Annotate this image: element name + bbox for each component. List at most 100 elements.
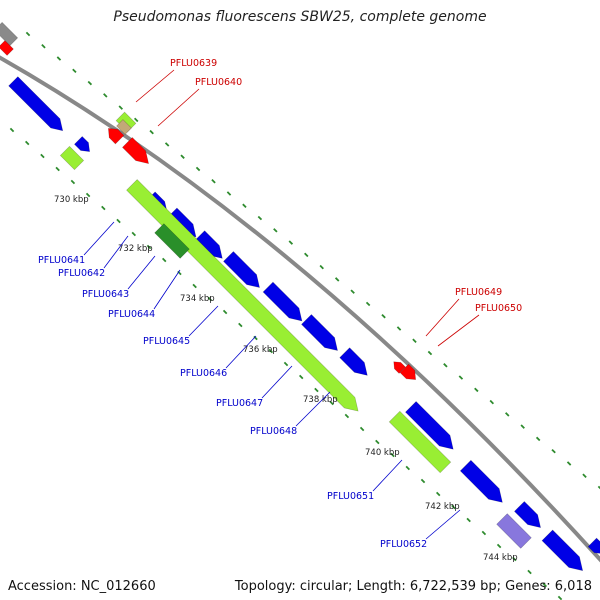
gene-green-small-shape bbox=[59, 145, 85, 171]
inner-tick-mark bbox=[283, 361, 289, 367]
outer-tick-mark bbox=[103, 93, 108, 98]
inner-tick-mark bbox=[146, 244, 152, 250]
outer-tick-mark bbox=[257, 215, 263, 221]
gene-darkgreen bbox=[154, 223, 190, 259]
outer-tick-mark bbox=[118, 105, 123, 110]
gene-red-cut-shape bbox=[0, 40, 14, 56]
outer-tick-mark bbox=[334, 277, 340, 282]
gene-blue-lower-shape bbox=[459, 459, 503, 503]
inner-tick-mark bbox=[55, 166, 60, 172]
gene-purple-pflu0652 bbox=[496, 513, 532, 549]
label-leader-blue bbox=[295, 391, 331, 427]
outer-tick-mark bbox=[319, 264, 324, 270]
label-leader-blue bbox=[261, 365, 293, 399]
inner-tick-mark bbox=[85, 192, 91, 198]
gene-label-blue: PFLU0651 bbox=[327, 491, 374, 502]
gene-blue-bottom bbox=[541, 529, 584, 572]
inner-tick-mark bbox=[344, 413, 350, 419]
outer-tick-mark bbox=[195, 166, 201, 172]
inner-tick-mark bbox=[101, 205, 106, 211]
gene-red-pflu0639-shape bbox=[108, 128, 125, 145]
gene-blue-pflu0648-shape bbox=[339, 347, 368, 376]
gene-green-pflu0651-shape bbox=[388, 410, 452, 474]
kbp-label: 738 kbp bbox=[303, 395, 338, 405]
gene-red-pflu0639 bbox=[108, 128, 125, 145]
inner-tick-mark bbox=[451, 504, 456, 510]
kbp-label: 732 kbp bbox=[118, 244, 153, 254]
inner-tick-mark bbox=[481, 530, 487, 536]
inner-tick-mark bbox=[268, 348, 274, 354]
outer-tick-mark bbox=[474, 387, 479, 393]
outer-tick-mark bbox=[582, 473, 587, 478]
outer-tick-mark bbox=[164, 142, 170, 147]
inner-tick-mark bbox=[24, 140, 30, 146]
outer-tick-mark bbox=[304, 252, 309, 258]
gene-blue-small-shape bbox=[74, 136, 91, 153]
outer-tick-mark bbox=[72, 68, 77, 74]
gene-green-small bbox=[59, 145, 85, 171]
inner-tick-mark bbox=[9, 127, 15, 133]
outer-tick-mark bbox=[412, 338, 417, 343]
inner-tick-mark bbox=[359, 426, 365, 432]
topology-label: Topology: circular; Length: 6,722,539 bp… bbox=[234, 579, 592, 594]
gene-tan-shape bbox=[116, 119, 132, 135]
outer-tick-mark bbox=[180, 154, 185, 159]
outer-tick-mark bbox=[149, 129, 154, 135]
inner-tick-mark bbox=[390, 452, 395, 458]
outer-tick-mark bbox=[56, 56, 62, 61]
label-leader-blue bbox=[153, 269, 181, 310]
gene-green-pflu0651 bbox=[388, 410, 452, 474]
outer-tick-mark bbox=[133, 117, 139, 123]
outer-tick-mark bbox=[365, 301, 371, 307]
outer-tick-mark bbox=[505, 412, 510, 417]
label-leader-blue bbox=[83, 221, 115, 256]
inner-tick-mark bbox=[222, 309, 228, 315]
gene-label-red: PFLU0650 bbox=[475, 303, 522, 314]
inner-tick-mark bbox=[207, 296, 213, 302]
inner-tick-mark bbox=[527, 569, 532, 575]
gene-blue-pflu0652 bbox=[514, 501, 542, 529]
inner-tick-mark bbox=[435, 491, 441, 497]
gene-darkgreen-shape bbox=[154, 223, 190, 259]
gene-green-long bbox=[126, 179, 359, 412]
gene-label-red: PFLU0649 bbox=[455, 287, 502, 298]
gene-blue-pflu0652-shape bbox=[514, 501, 542, 529]
gene-blue-topleft-shape bbox=[8, 76, 64, 132]
outer-tick-mark bbox=[350, 289, 355, 294]
gene-red-pflu0640 bbox=[122, 137, 150, 165]
outer-tick-mark bbox=[87, 80, 93, 86]
inner-tick-mark bbox=[466, 517, 471, 523]
genome-backbone bbox=[0, 55, 600, 563]
gene-red-pflu0649-shape bbox=[393, 361, 406, 374]
inner-tick-mark bbox=[542, 582, 548, 588]
gene-blue-topleft bbox=[8, 76, 64, 132]
label-leader-blue bbox=[188, 305, 219, 337]
outer-tick-mark bbox=[41, 44, 46, 49]
label-leader-blue bbox=[127, 255, 156, 290]
gene-tan bbox=[116, 119, 132, 135]
outer-tick-mark bbox=[226, 191, 232, 196]
gene-blue-bottom-shape bbox=[541, 529, 584, 572]
gene-blue-pflu0647-shape bbox=[301, 314, 338, 351]
gene-blue-pflu0646 bbox=[262, 281, 303, 322]
inner-tick-mark bbox=[420, 478, 426, 484]
gene-blue-pflu0645-shape bbox=[223, 251, 260, 288]
gene-blue-pflu0651-shape bbox=[405, 401, 454, 450]
label-leader-blue bbox=[425, 509, 461, 540]
outer-tick-mark bbox=[551, 448, 556, 454]
gene-label-blue: PFLU0641 bbox=[38, 255, 85, 266]
gene-blue-small bbox=[74, 136, 91, 153]
inner-tick-mark bbox=[496, 543, 502, 549]
gene-label-blue: PFLU0646 bbox=[180, 368, 227, 379]
outer-tick-mark bbox=[535, 436, 541, 442]
kbp-label: 740 kbp bbox=[365, 448, 400, 458]
inner-tick-mark bbox=[298, 374, 304, 380]
kbp-label: 736 kbp bbox=[243, 345, 278, 355]
inner-tick-mark bbox=[557, 595, 563, 600]
accession-label: Accession: NC_012660 bbox=[8, 579, 156, 594]
outer-tick-mark bbox=[242, 203, 247, 209]
gene-green-long-shape bbox=[126, 179, 359, 412]
outer-tick-mark bbox=[288, 240, 294, 245]
outer-tick-mark bbox=[396, 326, 402, 331]
